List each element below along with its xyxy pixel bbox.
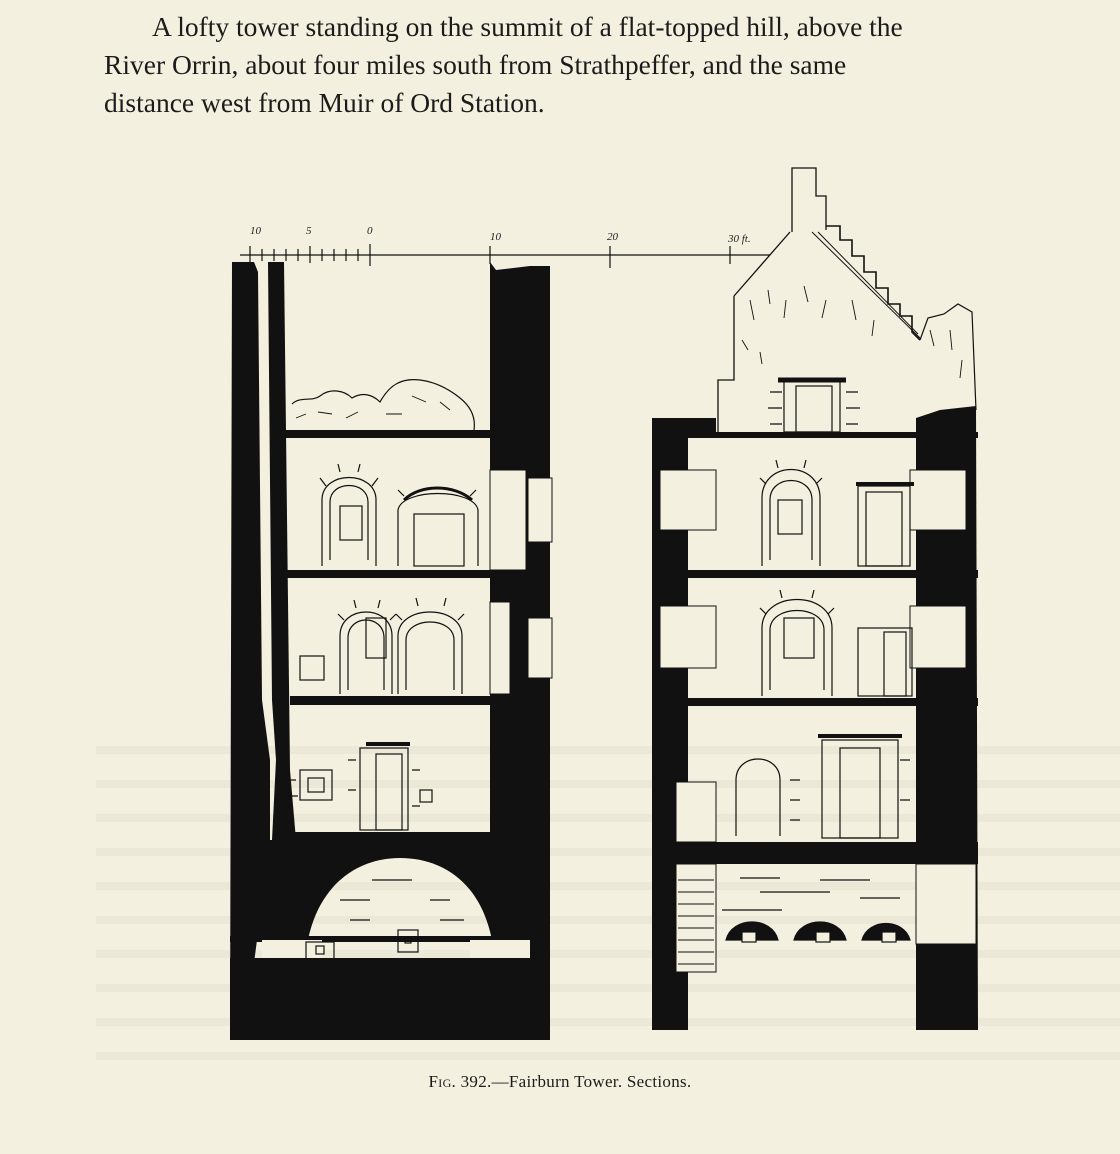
left-floor-1 [284,430,496,438]
left-floor3-openings [286,742,433,831]
left-ruin-rubble [291,379,475,431]
right-ruined-parapet [919,303,977,411]
left-wall-niche-2 [527,617,553,679]
left-wall-niche-3 [489,469,527,571]
intro-line-2: River Orrin, about four miles south from… [104,49,847,80]
left-floor1-openings [319,463,479,567]
scale-label-5: 5 [306,225,312,237]
left-wall-niche-4 [489,601,511,695]
left-floor-2 [286,570,496,578]
scale-label-30ft: 30 ft. [727,233,751,245]
left-basement-gap-2 [470,940,530,958]
right-basement-openings [722,877,911,943]
figure-title: —Fairburn Tower. Sections. [491,1072,692,1091]
right-floor2-openings [759,589,913,697]
left-ruin-rubble-2 [295,395,451,419]
right-gable-diagonal [811,231,921,339]
right-recess-5 [675,781,717,843]
left-floor2-openings [299,597,465,694]
right-floor3-openings [735,734,910,839]
scale-label-0: 0 [367,225,373,237]
left-vault [240,840,510,940]
right-recess-4 [909,605,967,669]
right-top-window [768,377,860,433]
intro-line-1: A lofty tower standing on the summit of … [152,11,903,42]
right-chimney [791,167,827,232]
left-basement-sill [230,936,550,942]
right-recess-3 [659,605,717,669]
scale-label-10-left: 10 [250,225,262,237]
left-wall-niche-1 [527,477,553,543]
right-gable-hatch [741,285,963,379]
left-basement-openings [305,879,464,961]
left-flue-wall [268,262,296,840]
right-floor-1 [652,432,978,438]
left-section-drawing [230,262,553,1040]
right-floor-3 [652,698,978,706]
right-recess-6 [675,863,717,973]
right-gable-stepped [826,225,921,341]
intro-line-3: distance west from Muir of Ord Station. [104,87,545,118]
scale-bar [240,244,770,268]
left-basement-floor [230,958,550,1040]
left-basement-gap [262,940,322,958]
figure-number: Fig. 392. [428,1072,492,1091]
right-gable-left [717,231,791,436]
right-floor1-openings [759,459,914,567]
right-recess-1 [659,469,717,531]
right-floor-4 [652,842,978,864]
scale-label-10: 10 [490,231,502,243]
intro-paragraph: A lofty tower standing on the summit of … [104,8,1120,122]
right-section-drawing [652,167,978,1030]
scale-label-20: 20 [607,231,619,243]
right-floor-2 [652,570,978,578]
figure-caption: Fig. 392.—Fairburn Tower. Sections. [0,1072,1120,1092]
right-recess-2 [909,469,967,531]
left-floor-3 [290,696,496,705]
right-stair-treads [678,879,714,965]
right-recess-7 [915,863,977,945]
